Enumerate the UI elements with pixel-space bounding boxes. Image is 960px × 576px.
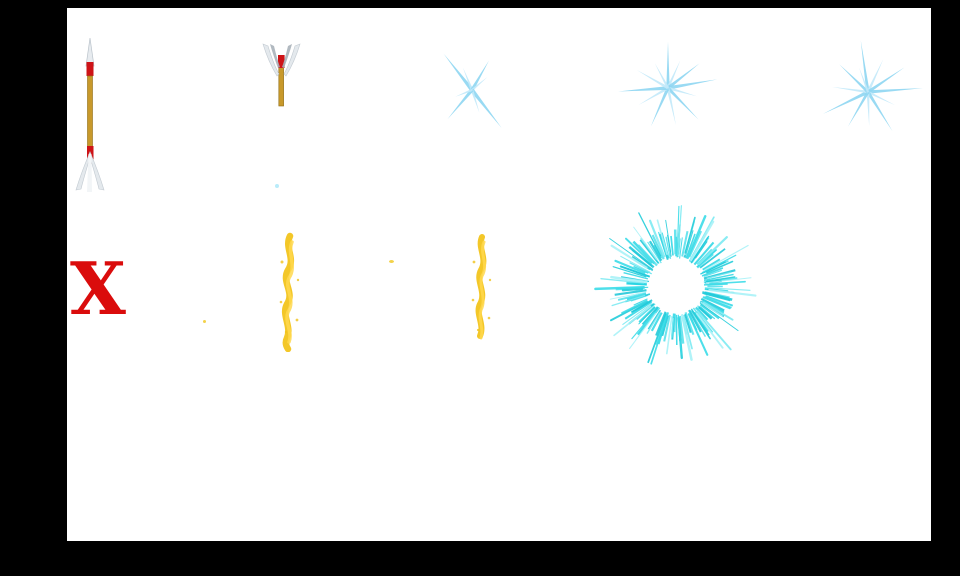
red-x-mark: X	[70, 246, 126, 331]
flame-stroke-highlight	[478, 240, 487, 340]
arrow-embedded-sprite	[262, 43, 301, 107]
flame-column-1	[279, 232, 300, 352]
ice-spark-frame-3	[803, 27, 933, 161]
arrow-full-sprite	[75, 37, 105, 192]
arrow-band	[278, 55, 285, 68]
ice-spark-frame-2	[603, 23, 733, 157]
stray-dot-yellow-1	[389, 260, 394, 263]
ice-spark-frame-1	[407, 25, 537, 159]
arrow-fletching-inner-right	[282, 44, 292, 68]
flame-stroke-highlight	[285, 240, 294, 344]
arrow-shaft	[278, 65, 284, 107]
arrow-fletching-left	[262, 43, 280, 77]
arrow-fletching-right	[283, 43, 301, 77]
stray-dot-cyan	[275, 184, 279, 188]
arrow-fletching-inner-left	[270, 44, 280, 68]
arrow-shaft	[87, 75, 93, 149]
arrow-fletching-center	[87, 154, 92, 192]
flame-column-2	[471, 234, 492, 340]
flame-particles	[279, 260, 300, 334]
sprite-sheet-canvas	[67, 8, 931, 541]
arrow-head	[85, 37, 95, 67]
arrow-band-top	[86, 62, 94, 76]
stray-dot-yellow-2	[203, 320, 206, 323]
flame-particles	[471, 260, 492, 332]
ice-burst-sprite	[576, 186, 776, 390]
